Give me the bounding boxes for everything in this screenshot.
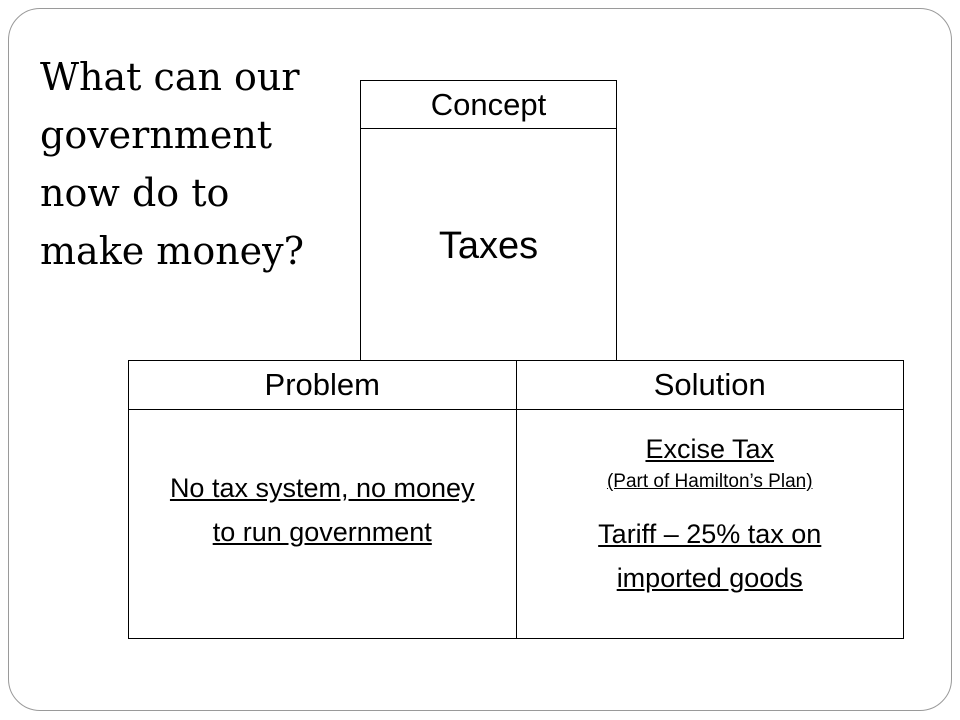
question-line: make money? — [40, 229, 304, 273]
question-text: What can our government now do to make m… — [40, 48, 360, 280]
concept-box: Concept Taxes — [360, 80, 617, 361]
excise-tax-title: Excise Tax — [645, 434, 775, 464]
question-line: government — [40, 113, 273, 157]
solution-header: Solution — [516, 361, 903, 410]
excise-tax-note: (Part of Hamilton’s Plan) — [606, 471, 813, 492]
slide-frame — [8, 8, 952, 711]
problem-header: Problem — [129, 361, 516, 410]
problem-body: No tax system, no money to run governmen… — [129, 410, 516, 638]
solution-column: Solution Excise Tax (Part of Hamilton’s … — [515, 361, 904, 638]
problem-text: No tax system, no money to run governmen… — [169, 473, 475, 547]
concept-header: Concept — [361, 81, 616, 129]
question-line: now do to — [40, 171, 230, 215]
tariff-text: Tariff – 25% tax on imported goods — [598, 519, 822, 593]
problem-column: Problem No tax system, no money to run g… — [129, 361, 516, 638]
problem-solution-table: Problem No tax system, no money to run g… — [128, 360, 904, 639]
concept-value: Taxes — [438, 225, 539, 267]
question-line: What can our — [40, 55, 300, 99]
solution-body: Excise Tax (Part of Hamilton’s Plan) Tar… — [517, 410, 904, 638]
